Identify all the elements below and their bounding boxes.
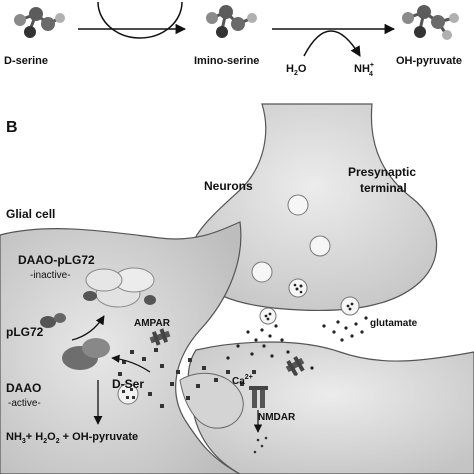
daao-label: DAAO [6,381,41,395]
nmdar-label: NMDAR [258,412,296,423]
imino-serine-molecule [206,5,257,38]
panel-b-letter: B [6,119,18,136]
imino-serine-label: Imino-serine [194,55,259,67]
receptor-right [285,355,305,376]
postsynaptic-bulge [179,372,244,429]
d-serine-particles [118,348,256,408]
glutamate-label: glutamate [370,318,418,329]
presynaptic-label-line2: terminal [360,181,407,195]
daao-plg72-label: DAAO-pLG72 [18,253,95,267]
d-serine-vesicle [117,383,139,405]
daao-active [62,338,110,370]
hydrolysis-arc [303,30,361,57]
plg72-free [40,313,66,328]
inactive-label: -inactive- [30,270,71,281]
ammonium-label: NH+4 [354,62,374,78]
glial-cell-label: Glial cell [6,207,55,221]
water-label: H2O [286,63,307,77]
ampar-label: AMPAR [134,318,171,329]
synaptic-vesicles [251,194,360,325]
active-label: -active- [8,398,41,409]
oh-pyruvate-label: OH-pyruvate [396,55,462,67]
daao-products-label: NH3+ H2O2 + OH-pyruvate [6,431,138,445]
ca-label: Ca2+ [232,374,253,387]
panel-a: D-serine Imino-serine H2O NH+4 [4,1,462,78]
oh-pyruvate-molecule [402,5,459,40]
plg72-binding-arrow [71,315,105,341]
ampar-receptor [149,328,171,346]
nmdar-receptor [249,386,268,408]
dser-label: D-Ser [112,377,144,391]
presynaptic-neuron [189,103,438,312]
d-serine-label: D-serine [4,55,48,67]
glial-cell [0,221,242,474]
dser-to-daao-arrow [111,354,151,373]
ca-ions [253,436,268,454]
d-serine-molecule [14,7,65,38]
plg72-label: pLG72 [6,325,44,339]
daao-plg72-complex [83,267,156,308]
neurons-label: Neurons [204,179,253,193]
presynaptic-label-line1: Presynaptic [348,165,416,179]
recycle-arc [97,1,183,39]
